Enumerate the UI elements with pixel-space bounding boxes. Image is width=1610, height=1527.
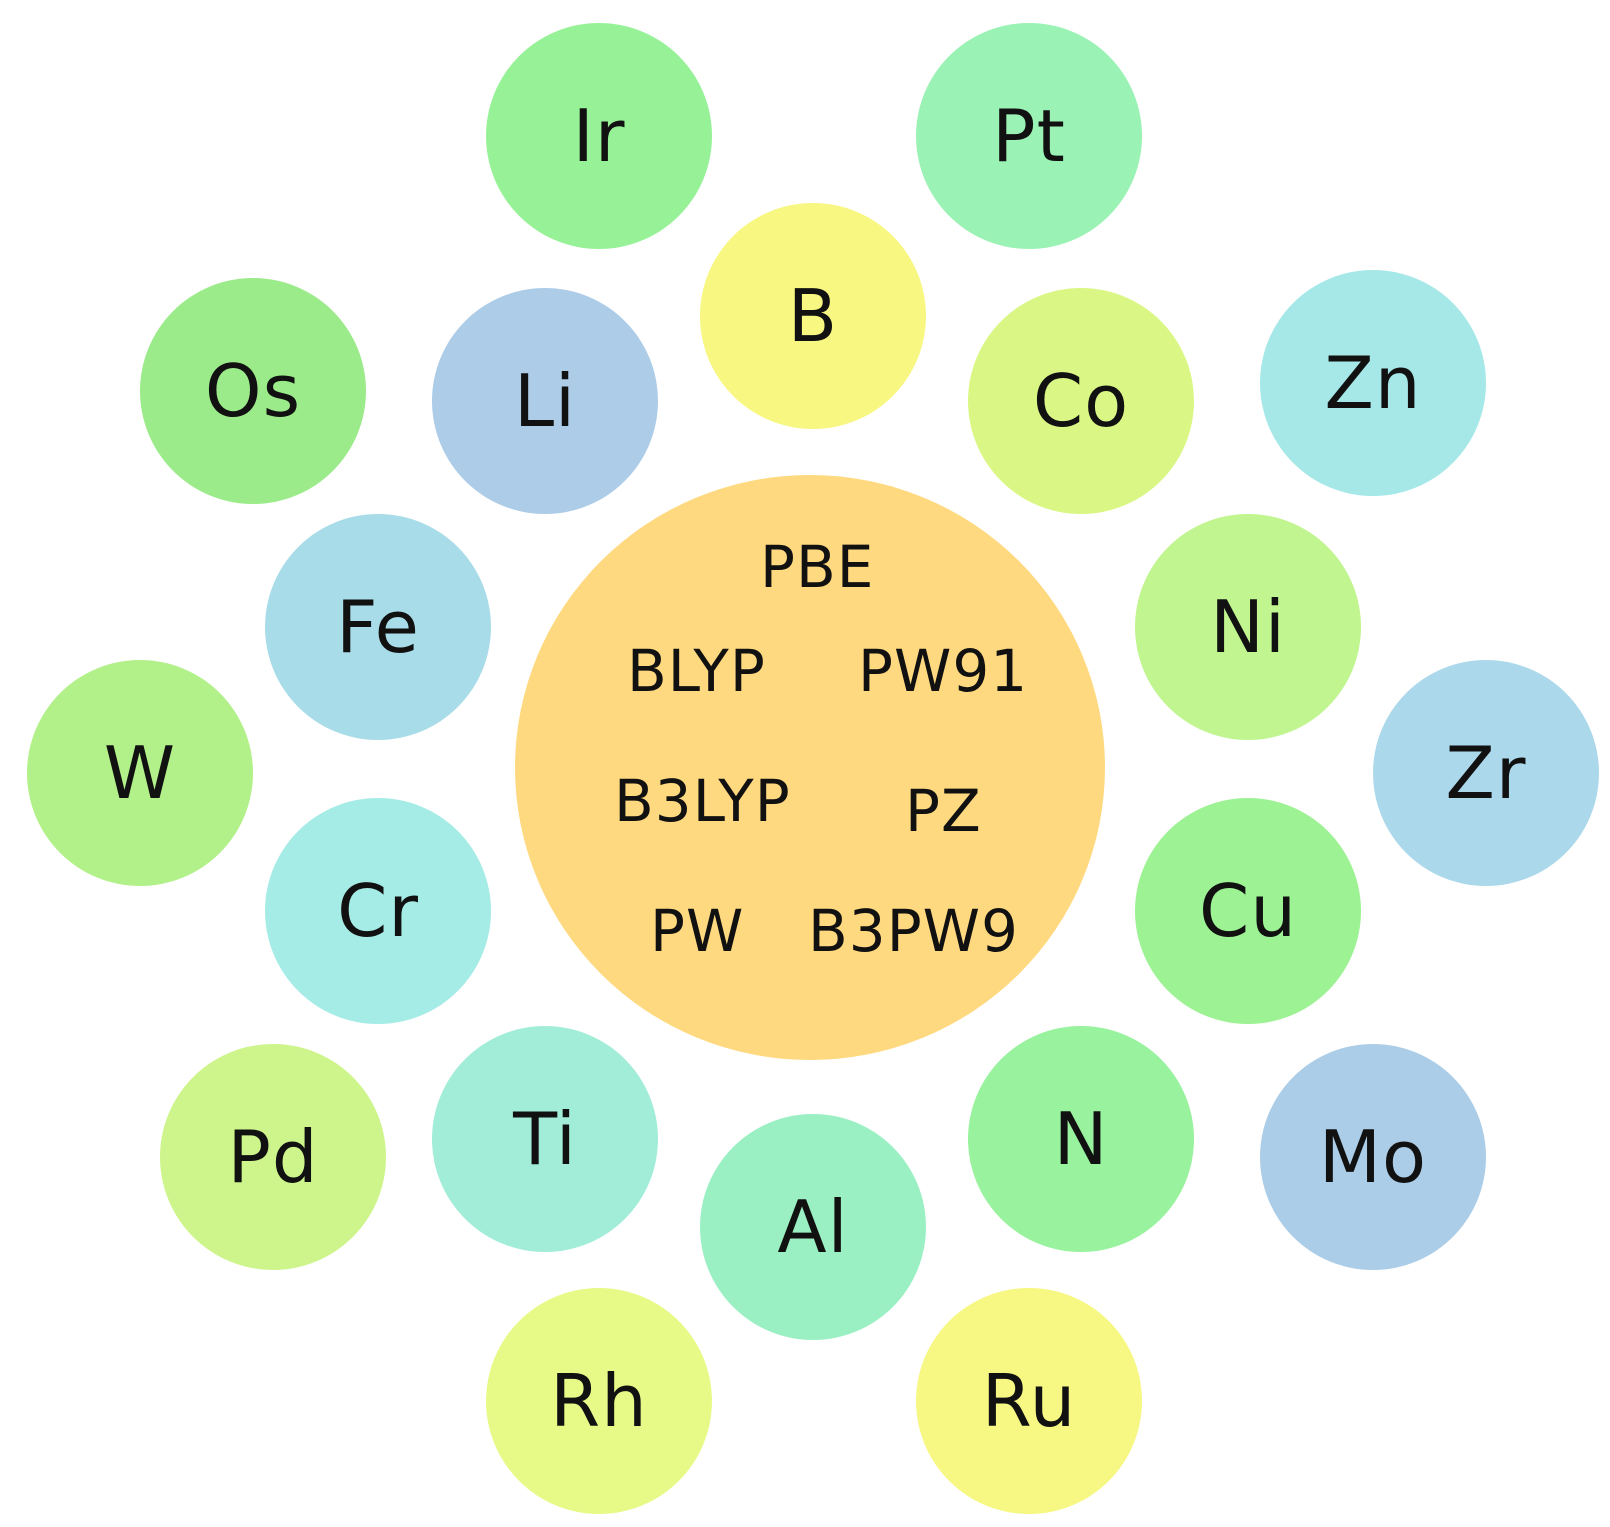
element-label: Ir (572, 94, 626, 178)
element-bubble-os: Os (140, 278, 366, 504)
element-label: Fe (336, 585, 420, 669)
method-label: B3PW9 (808, 897, 1019, 965)
element-label: Al (777, 1185, 849, 1269)
element-label: Pd (227, 1115, 319, 1199)
element-label: N (1053, 1097, 1109, 1181)
element-label: Li (513, 359, 577, 443)
method-label: B3LYP (614, 767, 791, 835)
element-bubble-w: W (27, 660, 253, 886)
element-label: Ti (513, 1097, 577, 1181)
element-label: Rh (550, 1359, 648, 1443)
element-bubble-ni: Ni (1135, 514, 1361, 740)
method-label: BLYP (627, 637, 766, 705)
element-label: Mo (1318, 1115, 1428, 1199)
element-bubble-n: N (968, 1026, 1194, 1252)
element-label: Cu (1199, 869, 1297, 953)
element-bubble-co: Co (968, 288, 1194, 514)
element-label: B (787, 274, 839, 358)
element-bubble-zn: Zn (1260, 270, 1486, 496)
element-bubble-cu: Cu (1135, 798, 1361, 1024)
element-bubble-pt: Pt (916, 23, 1142, 249)
element-bubble-ir: Ir (486, 23, 712, 249)
element-bubble-ti: Ti (432, 1026, 658, 1252)
element-label: W (103, 731, 177, 815)
element-bubble-ru: Ru (916, 1288, 1142, 1514)
method-label: PW (650, 897, 745, 965)
element-label: Ni (1210, 585, 1286, 669)
element-label: Os (204, 349, 302, 433)
element-bubble-al: Al (700, 1114, 926, 1340)
element-label: Zn (1324, 341, 1422, 425)
element-bubble-b: B (700, 203, 926, 429)
element-bubble-cr: Cr (265, 798, 491, 1024)
element-bubble-pd: Pd (160, 1044, 386, 1270)
element-label: Cr (337, 869, 419, 953)
element-bubble-li: Li (432, 288, 658, 514)
element-bubble-rh: Rh (486, 1288, 712, 1514)
element-label: Ru (981, 1359, 1077, 1443)
element-bubble-zr: Zr (1373, 660, 1599, 886)
element-label: Zr (1445, 731, 1527, 815)
element-bubble-mo: Mo (1260, 1044, 1486, 1270)
methods-center-circle (515, 475, 1105, 1060)
method-label: PBE (760, 533, 875, 601)
method-label: PZ (905, 777, 982, 845)
element-bubble-fe: Fe (265, 514, 491, 740)
element-label: Pt (992, 94, 1066, 178)
element-label: Co (1032, 359, 1130, 443)
method-label: PW91 (858, 637, 1029, 705)
